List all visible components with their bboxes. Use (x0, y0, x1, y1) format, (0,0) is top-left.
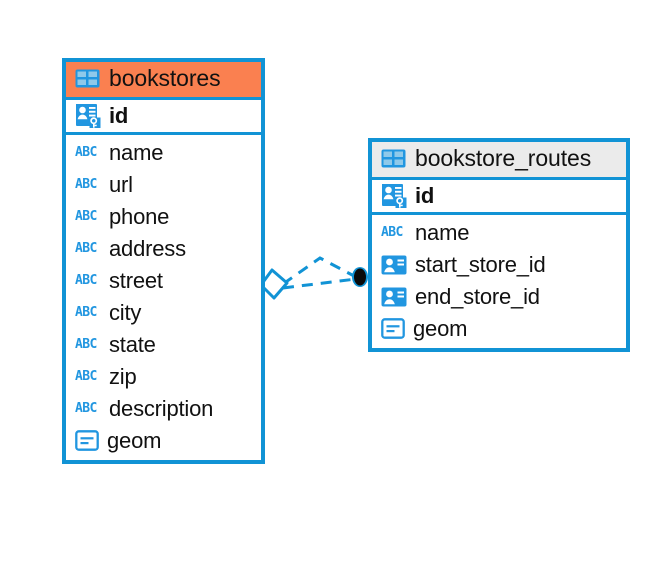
field-row-id[interactable]: id (372, 180, 626, 212)
field-label: street (109, 268, 163, 294)
abc-icon: ABC (75, 401, 97, 417)
abc-icon: ABC (75, 305, 97, 321)
field-label: id (415, 183, 435, 209)
fields-section: ABC name ABC url ABC phone ABC (66, 135, 261, 460)
abc-icon: ABC (381, 225, 403, 241)
abc-icon: ABC (75, 177, 97, 193)
table-icon (75, 69, 100, 88)
field-label: id (109, 103, 129, 129)
field-label: address (109, 236, 186, 262)
primary-key-icon (382, 184, 407, 209)
entity-header-bookstores[interactable]: bookstores (66, 62, 261, 100)
abc-icon: ABC (75, 337, 97, 353)
entity-table-bookstores[interactable]: bookstores id (62, 58, 265, 464)
field-label: geom (413, 316, 468, 342)
field-row-description[interactable]: ABC description (66, 393, 261, 425)
abc-icon: ABC (75, 209, 97, 225)
field-row-street[interactable]: ABC street (66, 265, 261, 297)
field-row-geom[interactable]: geom (66, 425, 261, 457)
field-row-geom[interactable]: geom (372, 313, 626, 345)
field-label: description (109, 396, 214, 422)
field-row-url[interactable]: ABC url (66, 169, 261, 201)
field-label: name (109, 140, 164, 166)
geometry-icon (75, 430, 99, 452)
field-label: start_store_id (415, 252, 546, 278)
geometry-icon (381, 318, 405, 340)
entity-title: bookstores (109, 65, 221, 91)
entity-table-bookstore-routes[interactable]: bookstore_routes (368, 138, 630, 352)
entity-title: bookstore_routes (415, 145, 592, 171)
field-row-zip[interactable]: ABC zip (66, 361, 261, 393)
field-row-end-store-id[interactable]: end_store_id (372, 281, 626, 313)
primary-key-section: id (66, 100, 261, 135)
field-row-name[interactable]: ABC name (66, 137, 261, 169)
field-row-phone[interactable]: ABC phone (66, 201, 261, 233)
abc-icon: ABC (75, 145, 97, 161)
field-label: phone (109, 204, 170, 230)
field-row-state[interactable]: ABC state (66, 329, 261, 361)
field-row-start-store-id[interactable]: start_store_id (372, 249, 626, 281)
field-label: geom (107, 428, 162, 454)
field-row-city[interactable]: ABC city (66, 297, 261, 329)
abc-icon: ABC (75, 273, 97, 289)
relationship-line-lower (282, 277, 357, 290)
field-label: end_store_id (415, 284, 540, 310)
field-label: state (109, 332, 156, 358)
field-label: zip (109, 364, 137, 390)
relationship-circle-endpoint (352, 267, 368, 287)
abc-icon: ABC (75, 369, 97, 385)
foreign-key-icon (381, 287, 407, 307)
primary-key-icon (76, 104, 101, 129)
field-label: url (109, 172, 133, 198)
entity-header-bookstore-routes[interactable]: bookstore_routes (372, 142, 626, 180)
field-label: name (415, 220, 470, 246)
primary-key-section: id (372, 180, 626, 215)
field-row-id[interactable]: id (66, 100, 261, 132)
foreign-key-icon (381, 255, 407, 275)
table-icon (381, 149, 406, 168)
field-row-name[interactable]: ABC name (372, 217, 626, 249)
field-label: city (109, 300, 142, 326)
field-row-address[interactable]: ABC address (66, 233, 261, 265)
abc-icon: ABC (75, 241, 97, 257)
fields-section: ABC name start_store_id (372, 215, 626, 348)
relationship-line-upper (282, 256, 357, 286)
